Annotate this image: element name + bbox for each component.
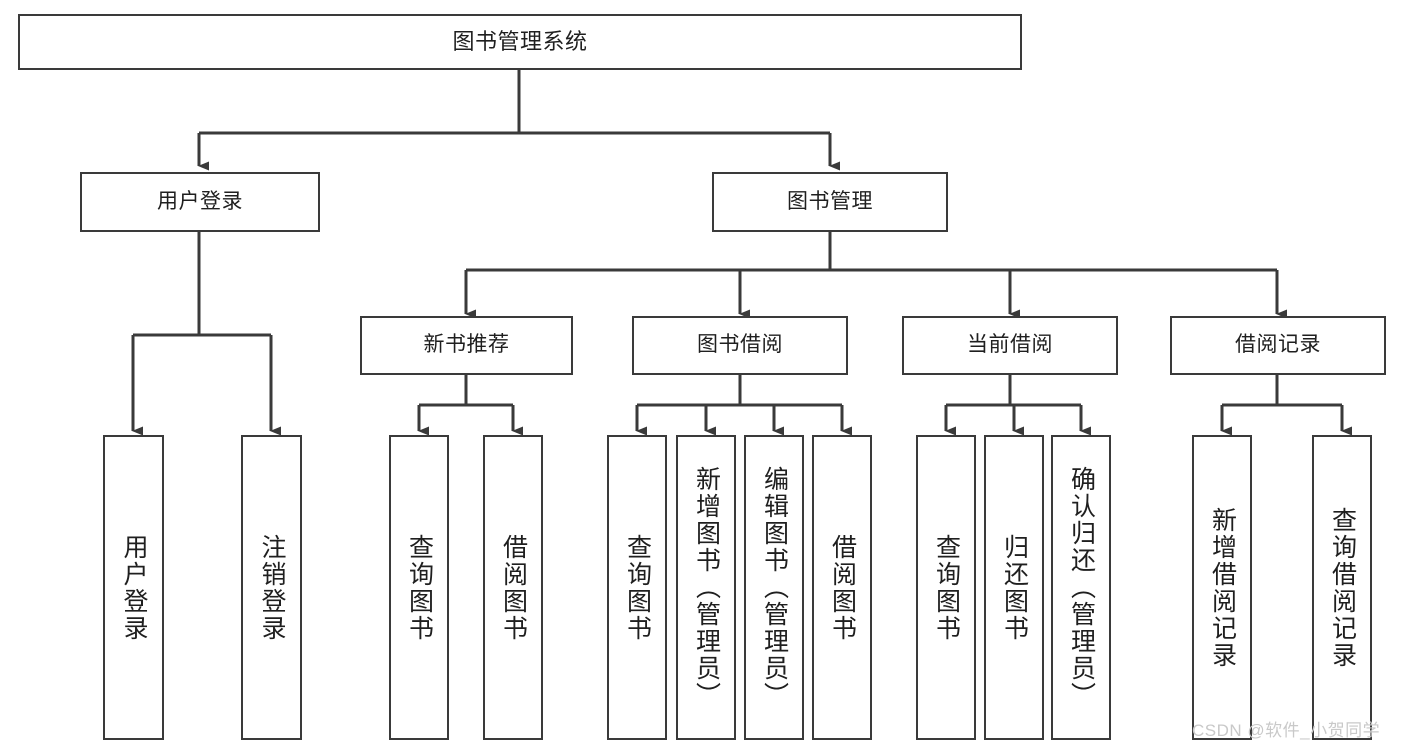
node-book-management-label: 图书管理 xyxy=(787,189,873,213)
node-user-login[interactable]: 用户登录 xyxy=(80,172,320,232)
leaf-new-book-query-label: 查询图书 xyxy=(405,533,434,642)
csdn-watermark: CSDN @软件_小贺同学 xyxy=(1192,721,1381,740)
leaf-user-login-logout[interactable]: 注销登录 xyxy=(241,435,302,740)
leaf-borrow-record-query-label: 查询借阅记录 xyxy=(1328,506,1357,669)
leaf-current-borrow-confirm[interactable]: 确认归还（管理员） xyxy=(1051,435,1111,740)
leaf-book-borrow-borrow[interactable]: 借阅图书 xyxy=(812,435,872,740)
node-root-system-label: 图书管理系统 xyxy=(452,29,588,55)
node-current-borrow[interactable]: 当前借阅 xyxy=(902,316,1118,375)
leaf-new-book-borrow-label: 借阅图书 xyxy=(499,533,528,642)
leaf-user-login-login[interactable]: 用户登录 xyxy=(103,435,164,740)
leaf-new-book-borrow[interactable]: 借阅图书 xyxy=(483,435,543,740)
node-book-management[interactable]: 图书管理 xyxy=(712,172,948,232)
leaf-new-book-query[interactable]: 查询图书 xyxy=(389,435,449,740)
leaf-current-borrow-return[interactable]: 归还图书 xyxy=(984,435,1044,740)
leaf-user-login-login-label: 用户登录 xyxy=(120,533,148,642)
leaf-current-borrow-confirm-label: 确认归还（管理员） xyxy=(1067,466,1096,709)
node-new-book-recommend-label: 新书推荐 xyxy=(423,333,510,357)
leaf-borrow-record-query[interactable]: 查询借阅记录 xyxy=(1312,435,1372,740)
node-user-login-label: 用户登录 xyxy=(157,189,243,213)
leaf-book-borrow-query-label: 查询图书 xyxy=(623,533,652,642)
node-borrow-record[interactable]: 借阅记录 xyxy=(1170,316,1386,375)
node-new-book-recommend[interactable]: 新书推荐 xyxy=(360,316,573,375)
node-book-borrow-label: 图书借阅 xyxy=(697,333,783,357)
node-current-borrow-label: 当前借阅 xyxy=(967,333,1053,357)
leaf-book-borrow-query[interactable]: 查询图书 xyxy=(607,435,667,740)
leaf-book-borrow-add-label: 新增图书（管理员） xyxy=(692,466,721,709)
leaf-current-borrow-return-label: 归还图书 xyxy=(1000,533,1029,642)
leaf-book-borrow-borrow-label: 借阅图书 xyxy=(828,533,857,642)
node-borrow-record-label: 借阅记录 xyxy=(1235,333,1321,357)
node-book-borrow[interactable]: 图书借阅 xyxy=(632,316,848,375)
leaf-current-borrow-query[interactable]: 查询图书 xyxy=(916,435,976,740)
leaf-current-borrow-query-label: 查询图书 xyxy=(932,533,961,642)
leaf-borrow-record-add-label: 新增借阅记录 xyxy=(1208,506,1237,669)
node-root-system[interactable]: 图书管理系统 xyxy=(18,14,1022,70)
leaf-user-login-logout-label: 注销登录 xyxy=(258,533,286,642)
leaf-book-borrow-edit[interactable]: 编辑图书（管理员） xyxy=(744,435,804,740)
leaf-borrow-record-add[interactable]: 新增借阅记录 xyxy=(1192,435,1252,740)
leaf-book-borrow-edit-label: 编辑图书（管理员） xyxy=(760,466,789,709)
leaf-book-borrow-add[interactable]: 新增图书（管理员） xyxy=(676,435,736,740)
